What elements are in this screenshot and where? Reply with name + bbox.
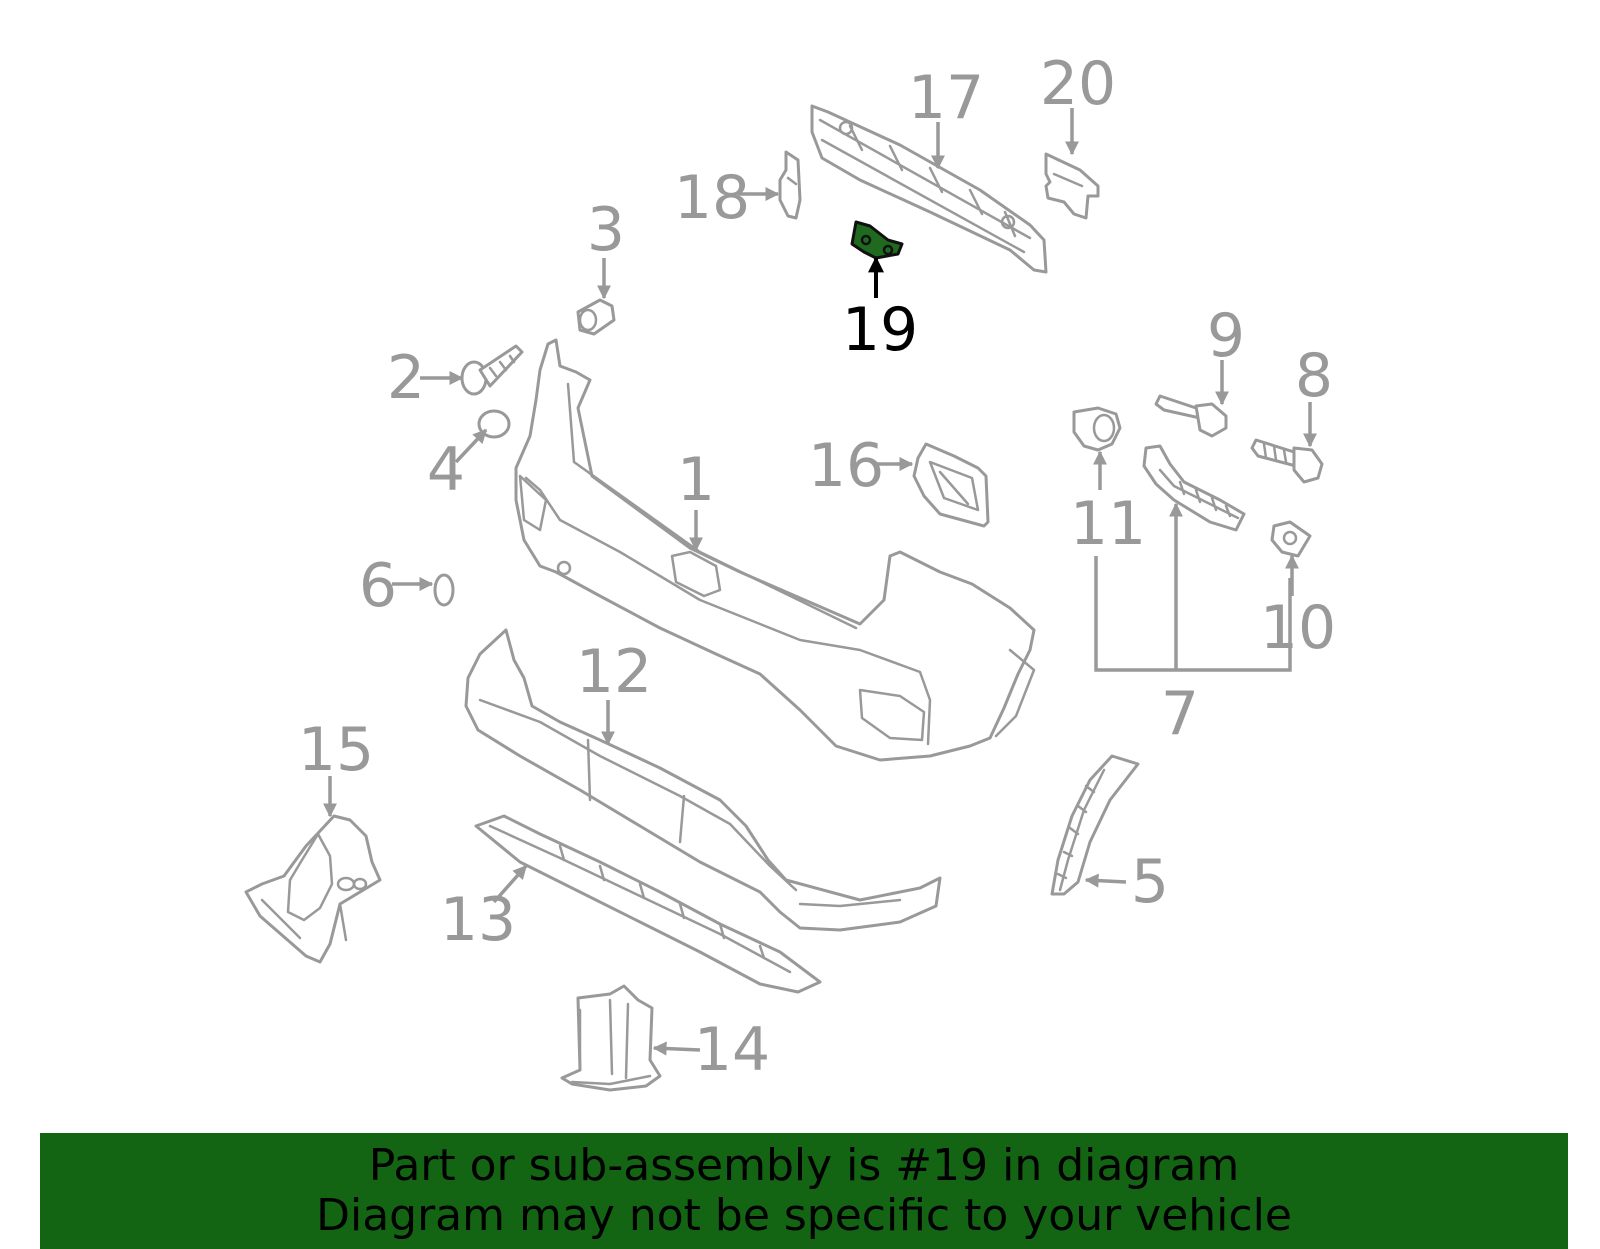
- callout-16: 16: [808, 431, 884, 501]
- leader-5: [1084, 873, 1127, 888]
- part-10-retainer[interactable]: [1270, 520, 1312, 558]
- parts-diagram: 1 2 3 4 5 6 7 8 9 10 11 12 13 14 15 16 1…: [244, 49, 1336, 1092]
- part-13-lower-strip[interactable]: [474, 814, 822, 994]
- part-7-bracket-strip[interactable]: [1142, 444, 1246, 532]
- part-19-bracket-highlighted[interactable]: [850, 220, 904, 260]
- callout-11: 11: [1070, 489, 1146, 559]
- leader-13: [492, 864, 528, 904]
- part-12-lower-cover[interactable]: [464, 628, 942, 932]
- part-6-grommet[interactable]: [433, 573, 455, 607]
- callout-14: 14: [694, 1015, 770, 1085]
- part-14-bracket[interactable]: [560, 984, 662, 1092]
- callout-7: 7: [1161, 679, 1199, 749]
- callout-18: 18: [674, 163, 750, 233]
- callout-13: 13: [440, 885, 516, 955]
- callout-4: 4: [427, 435, 465, 505]
- part-20-bracket[interactable]: [1044, 152, 1100, 220]
- banner-line-disclaimer: Diagram may not be specific to your vehi…: [316, 1190, 1292, 1241]
- part-15-bracket[interactable]: [244, 814, 382, 964]
- leader-7-bracket: [1094, 556, 1292, 672]
- callout-20: 20: [1040, 49, 1116, 119]
- part-8-bolt[interactable]: [1250, 438, 1324, 484]
- leader-4: [454, 428, 488, 464]
- part-16-bezel[interactable]: [912, 442, 990, 528]
- leader-14: [652, 1041, 701, 1056]
- callout-10: 10: [1260, 593, 1336, 663]
- callout-12: 12: [576, 637, 652, 707]
- info-banner: Part or sub-assembly is #19 in diagram D…: [40, 1133, 1568, 1249]
- part-11-clip[interactable]: [1072, 406, 1122, 452]
- leader-lines: [323, 108, 1317, 1056]
- part-18-bracket[interactable]: [778, 150, 802, 220]
- callout-labels: 1 2 3 4 5 6 7 8 9 10 11 12 13 14 15 16 1…: [298, 49, 1336, 1085]
- callout-8: 8: [1295, 341, 1333, 411]
- callout-17: 17: [908, 63, 984, 133]
- callout-3: 3: [587, 195, 625, 265]
- part-2-push-pin[interactable]: [460, 344, 524, 396]
- callout-5: 5: [1131, 847, 1169, 917]
- part-17-reinforcement-beam[interactable]: [810, 104, 1048, 274]
- part-3-spacer[interactable]: [576, 298, 616, 336]
- part-5-side-bracket[interactable]: [1050, 754, 1140, 896]
- callout-19-highlighted: 19: [842, 295, 918, 365]
- callout-2: 2: [387, 343, 425, 413]
- callout-6: 6: [359, 551, 397, 621]
- callout-9: 9: [1207, 301, 1245, 371]
- part-9-bolt[interactable]: [1154, 394, 1228, 438]
- part-1-bumper-cover[interactable]: [514, 338, 1036, 762]
- callout-1: 1: [677, 445, 715, 515]
- callout-15: 15: [298, 715, 374, 785]
- banner-line-part-number: Part or sub-assembly is #19 in diagram: [368, 1140, 1240, 1191]
